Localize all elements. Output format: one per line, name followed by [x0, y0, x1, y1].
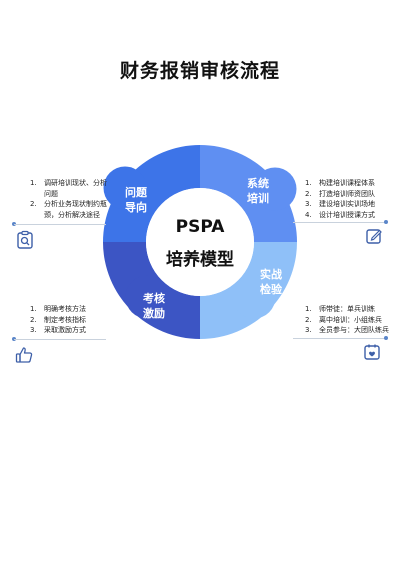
segment-label-assessment-2: 激励 — [143, 306, 165, 320]
notes-system-training: 1.构建培训课程体系 2.打造培训师资团队 3.建设培训实训场地 4.设计培训授… — [305, 178, 400, 220]
separator-dot — [384, 220, 388, 224]
segment-label-system-2: 培训 — [247, 191, 269, 205]
center-title: PSPA — [176, 217, 226, 237]
note-item: 3.全员参与：大团队练兵 — [305, 326, 389, 334]
segment-label-practice-2: 检验 — [260, 282, 283, 296]
note-item: 2.离中培训：小组练兵 — [305, 315, 382, 324]
segment-system-training — [200, 145, 297, 242]
edit-square-icon — [366, 229, 382, 244]
note-item: 1.构建培训课程体系 — [305, 179, 375, 187]
page-title: 财务报销审核流程 — [119, 60, 280, 82]
note-item: 3.采取激励方式 — [30, 326, 86, 334]
segment-label-assessment-1: 考核 — [143, 291, 165, 305]
separator-line — [14, 224, 106, 225]
segment-label-problem-2: 导向 — [125, 200, 147, 214]
separator-dot — [384, 336, 388, 340]
note-item: 1.调研培训现状、分析 问题 — [30, 179, 107, 198]
center-circle — [146, 188, 254, 296]
note-item: 4.设计培训授课方式 — [305, 210, 375, 219]
separator-line — [293, 338, 385, 339]
separator-line — [14, 339, 106, 340]
segment-label-practice-1: 实战 — [260, 267, 282, 281]
calendar-heart-icon — [364, 344, 380, 360]
note-item: 3.建设培训实训场地 — [305, 200, 375, 208]
note-item: 2.分析业务现状制约瓶 颈，分析解决途径 — [30, 200, 107, 219]
note-item: 2.制定考核指标 — [30, 315, 86, 324]
notes-problem-orientation: 1.调研培训现状、分析 问题 2.分析业务现状制约瓶 颈，分析解决途径 — [30, 178, 120, 220]
segment-label-system-1: 系统 — [247, 176, 269, 190]
thumbs-up-icon — [15, 347, 33, 363]
segment-label-problem-1: 问题 — [125, 185, 148, 199]
note-item: 1.师带徒：单兵训练 — [305, 305, 375, 313]
center-subtitle: 培养模型 — [166, 249, 234, 270]
note-item: 2.打造培训师资团队 — [305, 189, 375, 198]
segment-problem-orientation — [103, 145, 200, 242]
separator-line — [293, 222, 385, 223]
notes-practical-test: 1.师带徒：单兵训练 2.离中培训：小组练兵 3.全员参与：大团队练兵 — [305, 304, 400, 336]
notes-assessment-incentive: 1.明确考核方法 2.制定考核指标 3.采取激励方式 — [30, 304, 120, 336]
note-item: 1.明确考核方法 — [30, 305, 86, 313]
clipboard-search-icon — [17, 230, 33, 249]
